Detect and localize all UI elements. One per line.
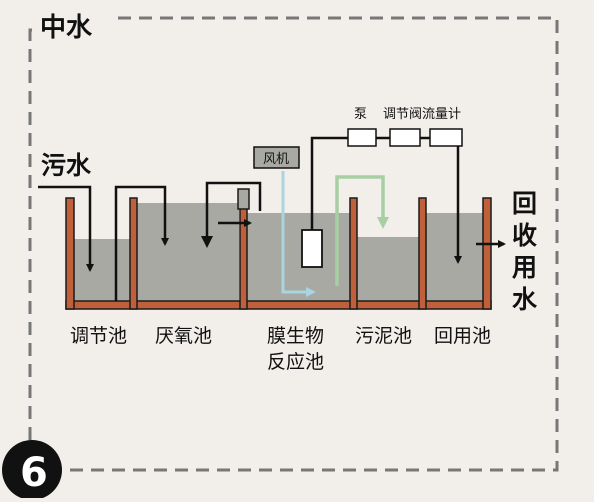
tank-label-mbr-line1: 膜生物: [267, 325, 324, 347]
wall-left: [65, 197, 75, 310]
sludge-return-line: [335, 175, 389, 286]
flow-pipes: [38, 136, 506, 301]
water-anaerobic: [137, 203, 239, 301]
outlet-label-char-3: 用: [512, 253, 537, 282]
page-title: 中水: [40, 13, 93, 43]
wall-mbr-sludge: [349, 197, 358, 310]
outlet-label-char-4: 水: [512, 285, 538, 314]
inlet-label: 污水: [41, 151, 92, 180]
wall-regulating-anaerobic: [129, 197, 138, 310]
blower-box: [253, 146, 300, 169]
tank-label-reuse: 回用池: [434, 325, 491, 347]
tank-label-anaerobic: 厌氧池: [155, 325, 212, 347]
dashed-frame: [28, 16, 559, 472]
flowmeter-box: [429, 128, 463, 147]
transfer-pipe-2: [205, 181, 262, 244]
transfer-pipe-1: [114, 185, 169, 301]
wall-sludge-reuse: [418, 197, 427, 310]
pump-line: [310, 136, 348, 232]
pump-label: 泵: [354, 107, 367, 122]
inlet-pipe: [38, 185, 94, 272]
pump-box: [347, 128, 377, 147]
tank-label-mbr-line2: 反应池: [267, 351, 324, 373]
outlet-label-char-2: 收: [512, 221, 537, 250]
water-fills: [74, 203, 483, 301]
step-number: 6: [20, 450, 48, 496]
water-sludge: [357, 237, 419, 301]
overflow-gate: [237, 188, 250, 210]
tank-label-sludge: 污泥池: [355, 325, 412, 347]
arrowhead-pipe2: [201, 236, 213, 248]
wall-right: [482, 197, 492, 310]
air-line: [281, 171, 316, 297]
tank-walls: [65, 197, 492, 310]
water-reuse: [426, 213, 483, 301]
water-mbr: [247, 213, 350, 301]
tank-label-regulating: 调节池: [70, 325, 127, 347]
membrane-module: [301, 229, 323, 268]
water-regulating: [74, 239, 130, 301]
step-badge: [2, 440, 62, 500]
blower-label: 风机: [263, 152, 289, 167]
valve-box: [389, 128, 421, 147]
flowmeter-label: 调节阀流量计: [383, 107, 461, 122]
outlet-label-char-1: 回: [512, 189, 537, 218]
outlet-label: 回 收 用 水: [512, 189, 538, 314]
